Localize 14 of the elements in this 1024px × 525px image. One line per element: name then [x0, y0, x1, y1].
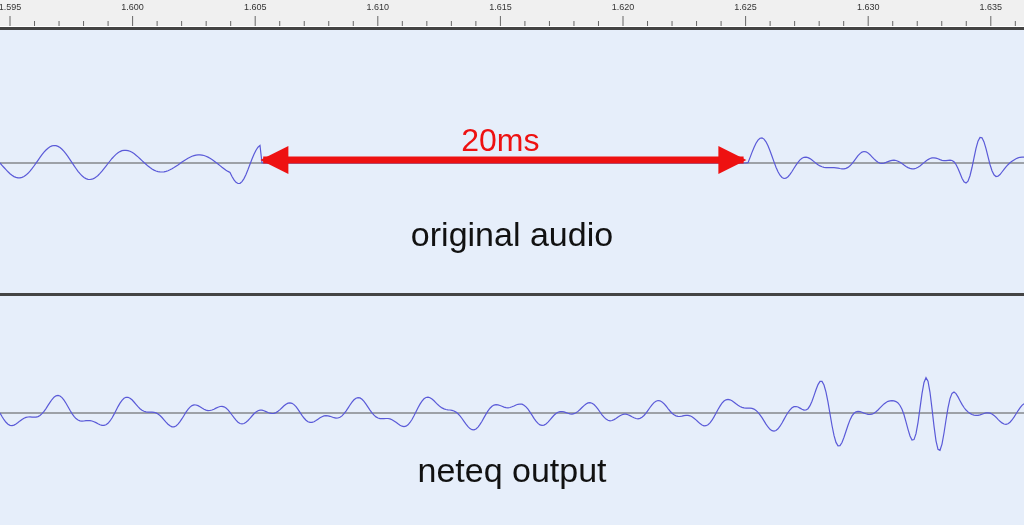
panel-title: original audio	[410, 215, 614, 254]
tick-label: 1.600	[121, 2, 144, 12]
tick-label: 1.625	[734, 2, 757, 12]
tick-label: 1.610	[366, 2, 390, 12]
waveform-panel	[0, 293, 1024, 525]
tick-label: 1.635	[979, 2, 1003, 12]
tick-label: 1.605	[243, 2, 267, 12]
waveform-panel	[0, 27, 1024, 293]
dimension-label: 20ms	[461, 122, 540, 159]
panel-title: neteq output	[417, 451, 607, 490]
tick-label: 1.620	[611, 2, 635, 12]
tick-label: 1.595	[0, 2, 22, 12]
tick-label: 1.615	[489, 2, 512, 12]
tick-label: 1.630	[856, 2, 880, 12]
